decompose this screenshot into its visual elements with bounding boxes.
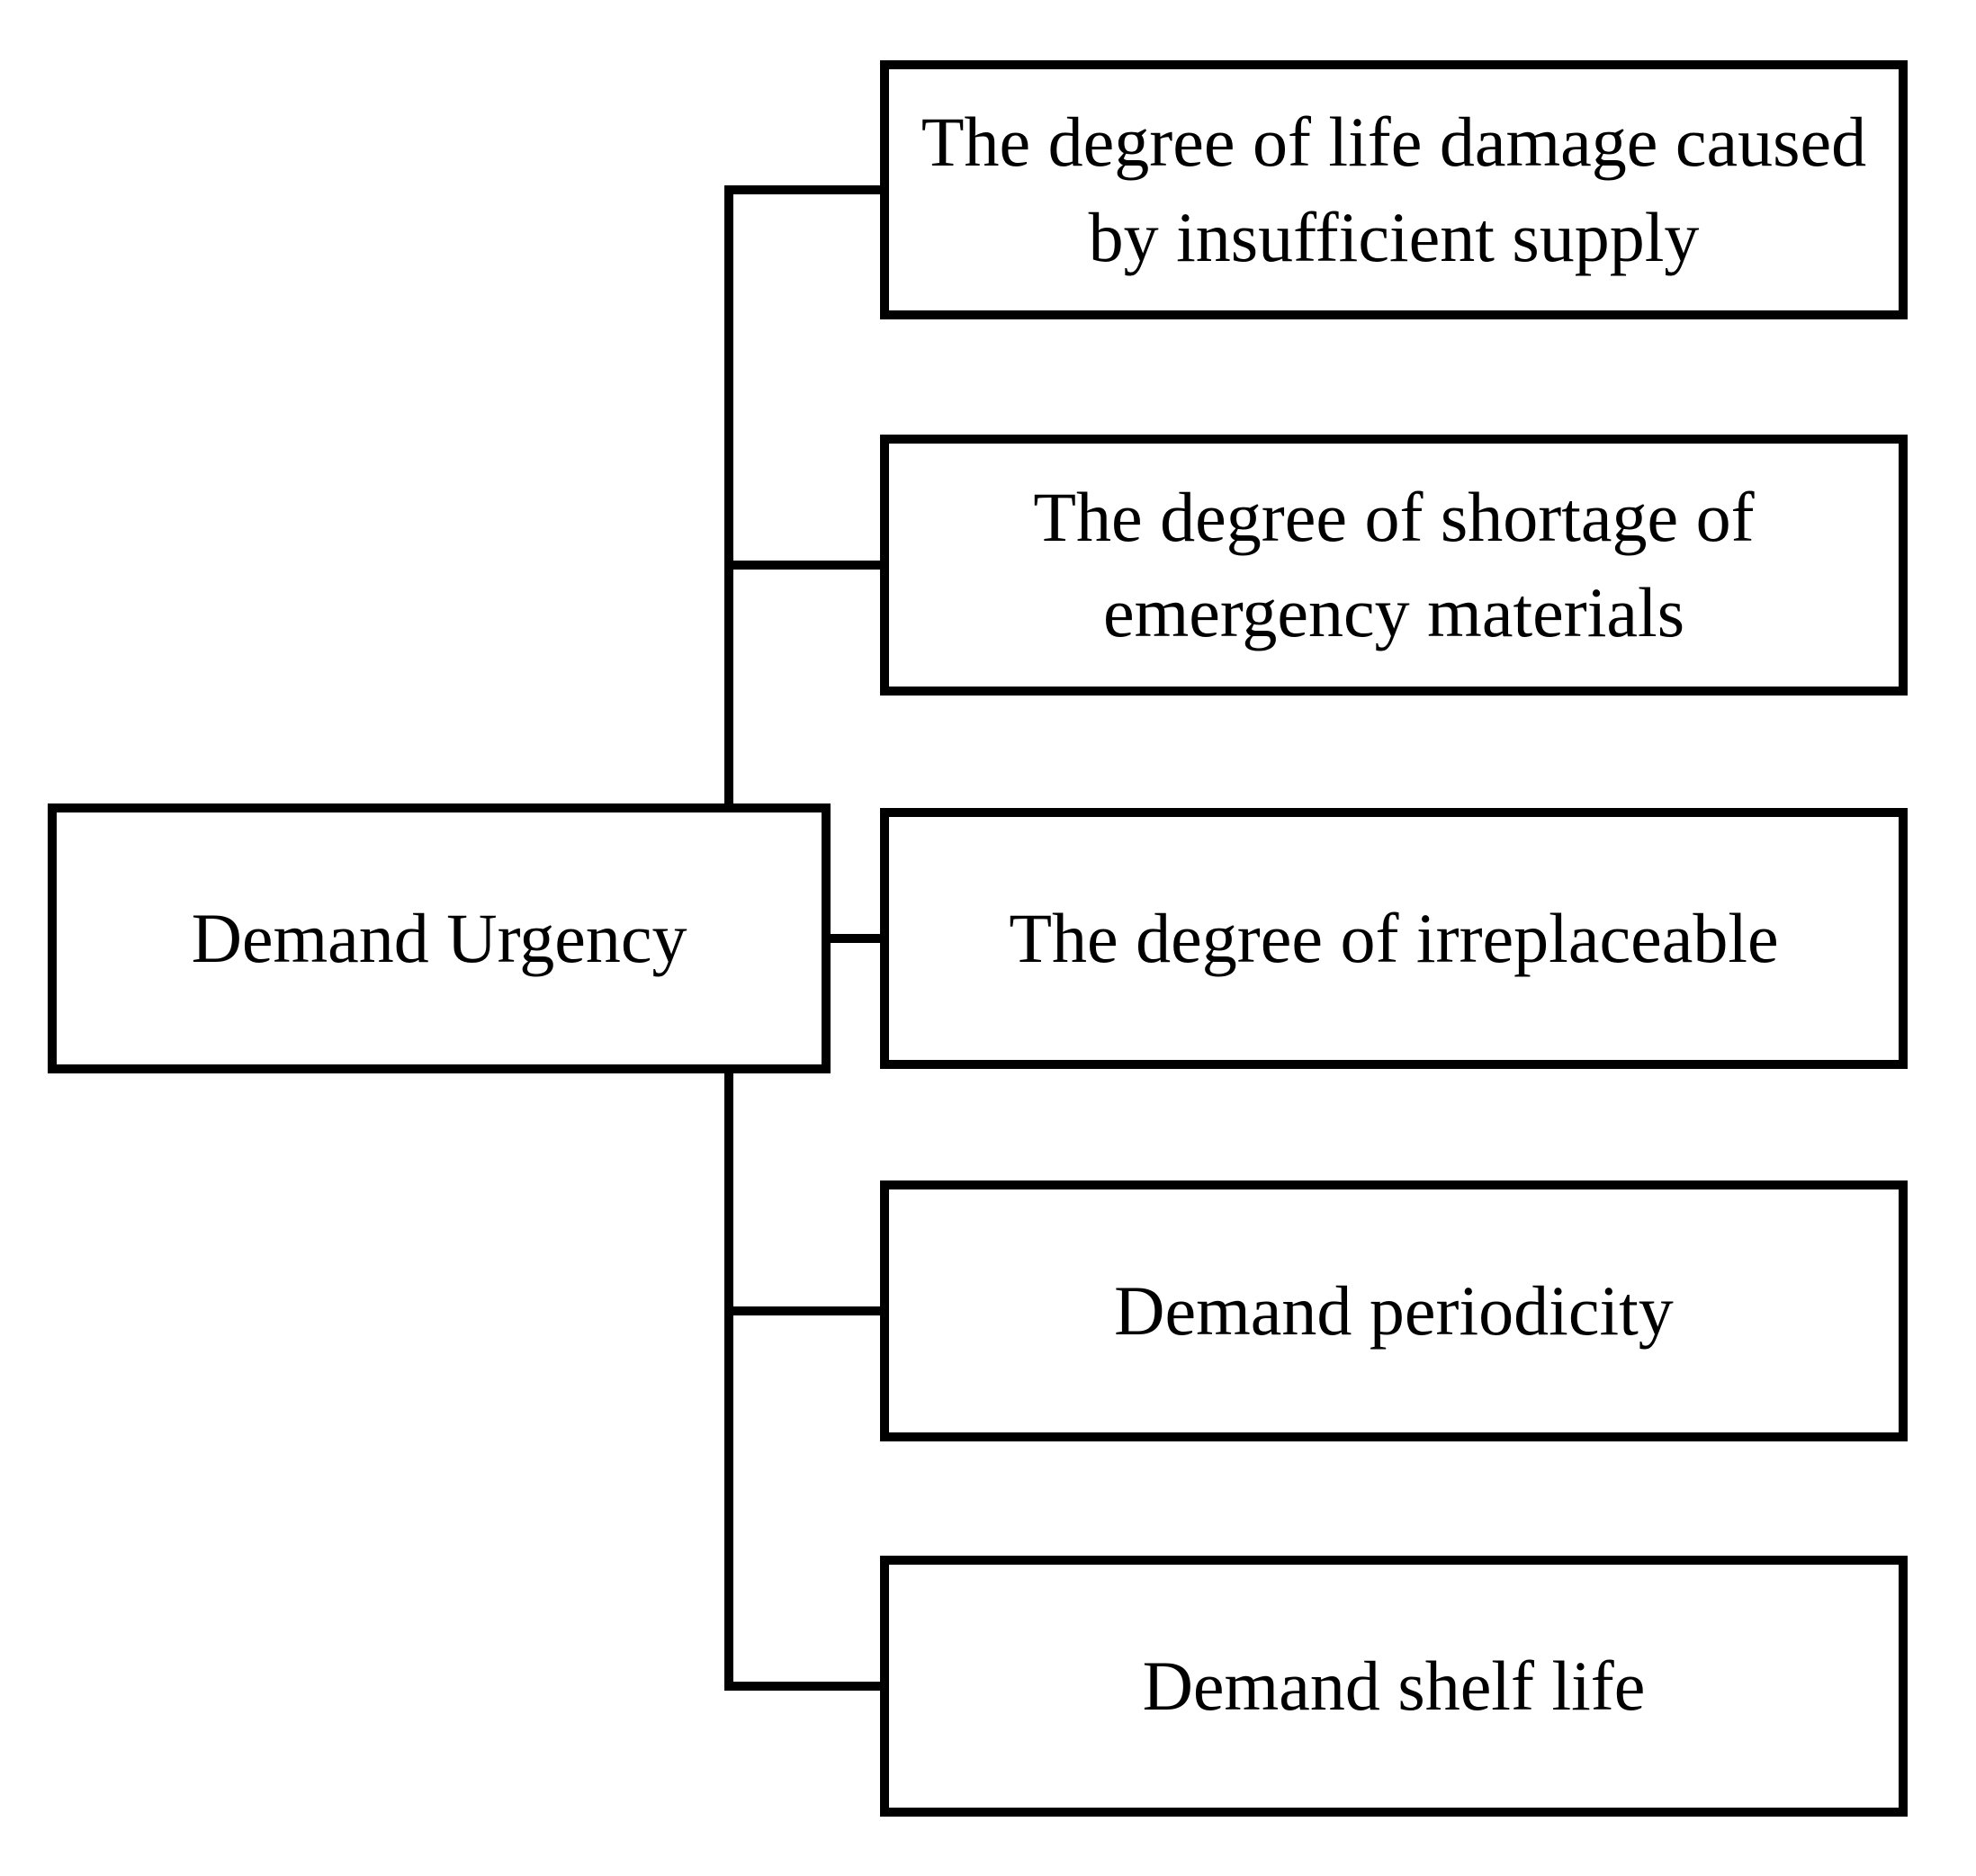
node-periodicity: Demand periodicity — [880, 1180, 1908, 1441]
connector-trunk-lower — [724, 1073, 733, 1691]
node-shortage: The degree of shortage of emergency mate… — [880, 435, 1908, 696]
node-irreplaceable-label: The degree of irreplaceable — [1009, 899, 1779, 977]
node-shortage-label-line2: emergency materials — [1102, 573, 1685, 651]
connector-branch-irreplaceable — [822, 934, 880, 943]
node-shortage-label-line1: The degree of shortage of — [1033, 478, 1755, 556]
connector-branch-shortage — [724, 561, 880, 570]
node-life-damage-label-line2: by insufficient supply — [1088, 198, 1700, 276]
node-shelf-life-label: Demand shelf life — [1142, 1647, 1646, 1725]
node-demand-urgency: Demand Urgency — [48, 803, 831, 1073]
connector-branch-life-damage — [724, 185, 880, 194]
node-life-damage: The degree of life damage caused by insu… — [880, 60, 1908, 319]
node-demand-urgency-label: Demand Urgency — [191, 899, 687, 977]
connector-trunk-upper — [724, 185, 733, 803]
connector-branch-shelf-life — [724, 1682, 880, 1691]
connector-branch-periodicity — [724, 1306, 880, 1315]
node-life-damage-label-line1: The degree of life damage caused — [921, 103, 1867, 181]
node-periodicity-label: Demand periodicity — [1114, 1271, 1674, 1350]
node-irreplaceable: The degree of irreplaceable — [880, 808, 1908, 1069]
node-shelf-life: Demand shelf life — [880, 1556, 1908, 1817]
